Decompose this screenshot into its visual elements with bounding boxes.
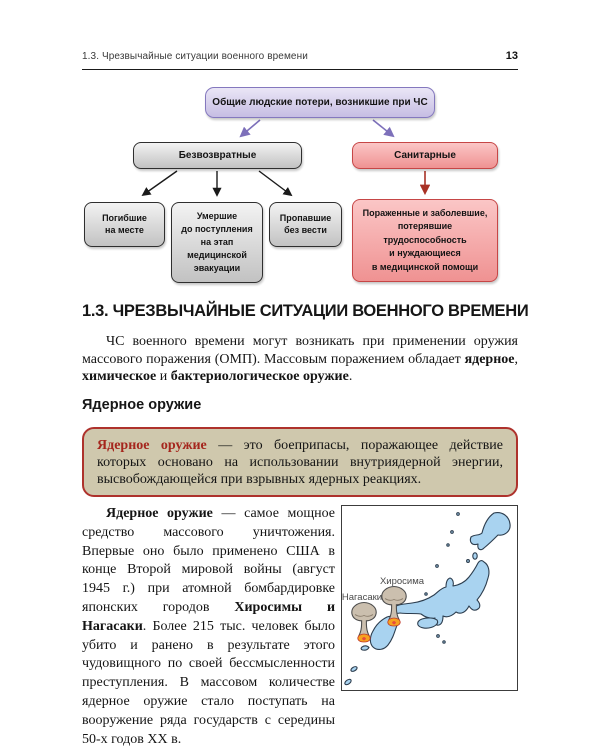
nuclear-paragraph-bold-cities: Хиросимы и Нагасаки	[82, 599, 336, 634]
intro-text-3: и	[156, 369, 171, 385]
two-column-block: Ядерное оружие — самое мощное средство м…	[82, 505, 518, 749]
intro-text-1: ЧС военного времени могут возникать при …	[82, 334, 518, 367]
nuclear-paragraph-text-2: . Более 215 тыс. человек было убито и ра…	[82, 618, 335, 747]
nuclear-paragraph-bold-term: Ядерное оружие	[106, 506, 213, 521]
flowchart-root-box: Общие людские потери, возникшие при ЧС	[205, 87, 435, 118]
flowchart-arrows	[141, 119, 431, 197]
arrow-root-to-sanitary	[372, 119, 395, 138]
flowchart-missing-box: Пропавшие без вести	[269, 202, 342, 247]
arrow-root-to-irrecoverable	[239, 119, 261, 138]
page-number: 13	[505, 50, 518, 62]
japan-map: Хиросима Нагасаки	[342, 512, 511, 686]
arrow-to-missing	[258, 170, 293, 197]
intro-text-2: ,	[514, 351, 519, 367]
flowchart-irrecoverable-box: Безвозвратные	[133, 142, 302, 169]
subsection-heading: Ядерное оружие	[82, 397, 202, 413]
flowchart-died-on-spot-box: Погибшие на месте	[84, 202, 165, 247]
running-title: 1.3. Чрезвычайные ситуации военного врем…	[82, 51, 308, 62]
definition-text: — это боеприпасы, поражающее действие ко…	[97, 438, 504, 487]
hiroshima-label: Хиросима	[380, 576, 425, 587]
arrow-to-died-on-spot	[141, 170, 178, 197]
section-heading: 1.3. ЧРЕЗВЫЧАЙНЫЕ СИТУАЦИИ ВОЕННОГО ВРЕМ…	[82, 302, 529, 320]
definition-term: Ядерное оружие	[97, 438, 207, 453]
nuclear-paragraph: Ядерное оружие — самое мощное средство м…	[82, 505, 335, 749]
flowchart-sanitary-box: Санитарные	[352, 142, 498, 169]
intro-paragraph: ЧС военного времени могут возникать при …	[82, 333, 518, 386]
intro-bold-bacteriological: бактериологическое оружие	[170, 369, 349, 385]
intro-text-4: .	[348, 369, 353, 385]
japan-map-figure: Хиросима Нагасаки	[341, 505, 518, 691]
intro-bold-nuclear: ядерное	[464, 351, 515, 367]
intro-bold-chemical: химическое	[82, 369, 157, 385]
page-header: 1.3. Чрезвычайные ситуации военного врем…	[82, 50, 518, 70]
casualties-flowchart: Общие людские потери, возникшие при ЧС Б…	[82, 84, 518, 296]
flowchart-died-before-evac-box: Умершие до поступления на этап медицинск…	[171, 202, 263, 283]
flowchart-sanitary-losses-box: Пораженные и заболевшие, потерявшие труд…	[352, 199, 498, 282]
nagasaki-label: Нагасаки	[342, 592, 382, 603]
nuclear-paragraph-text-1: — самое мощное средство массового уничто…	[82, 506, 335, 615]
definition-box: Ядерное оружие — это боеприпасы, поражаю…	[82, 427, 518, 497]
